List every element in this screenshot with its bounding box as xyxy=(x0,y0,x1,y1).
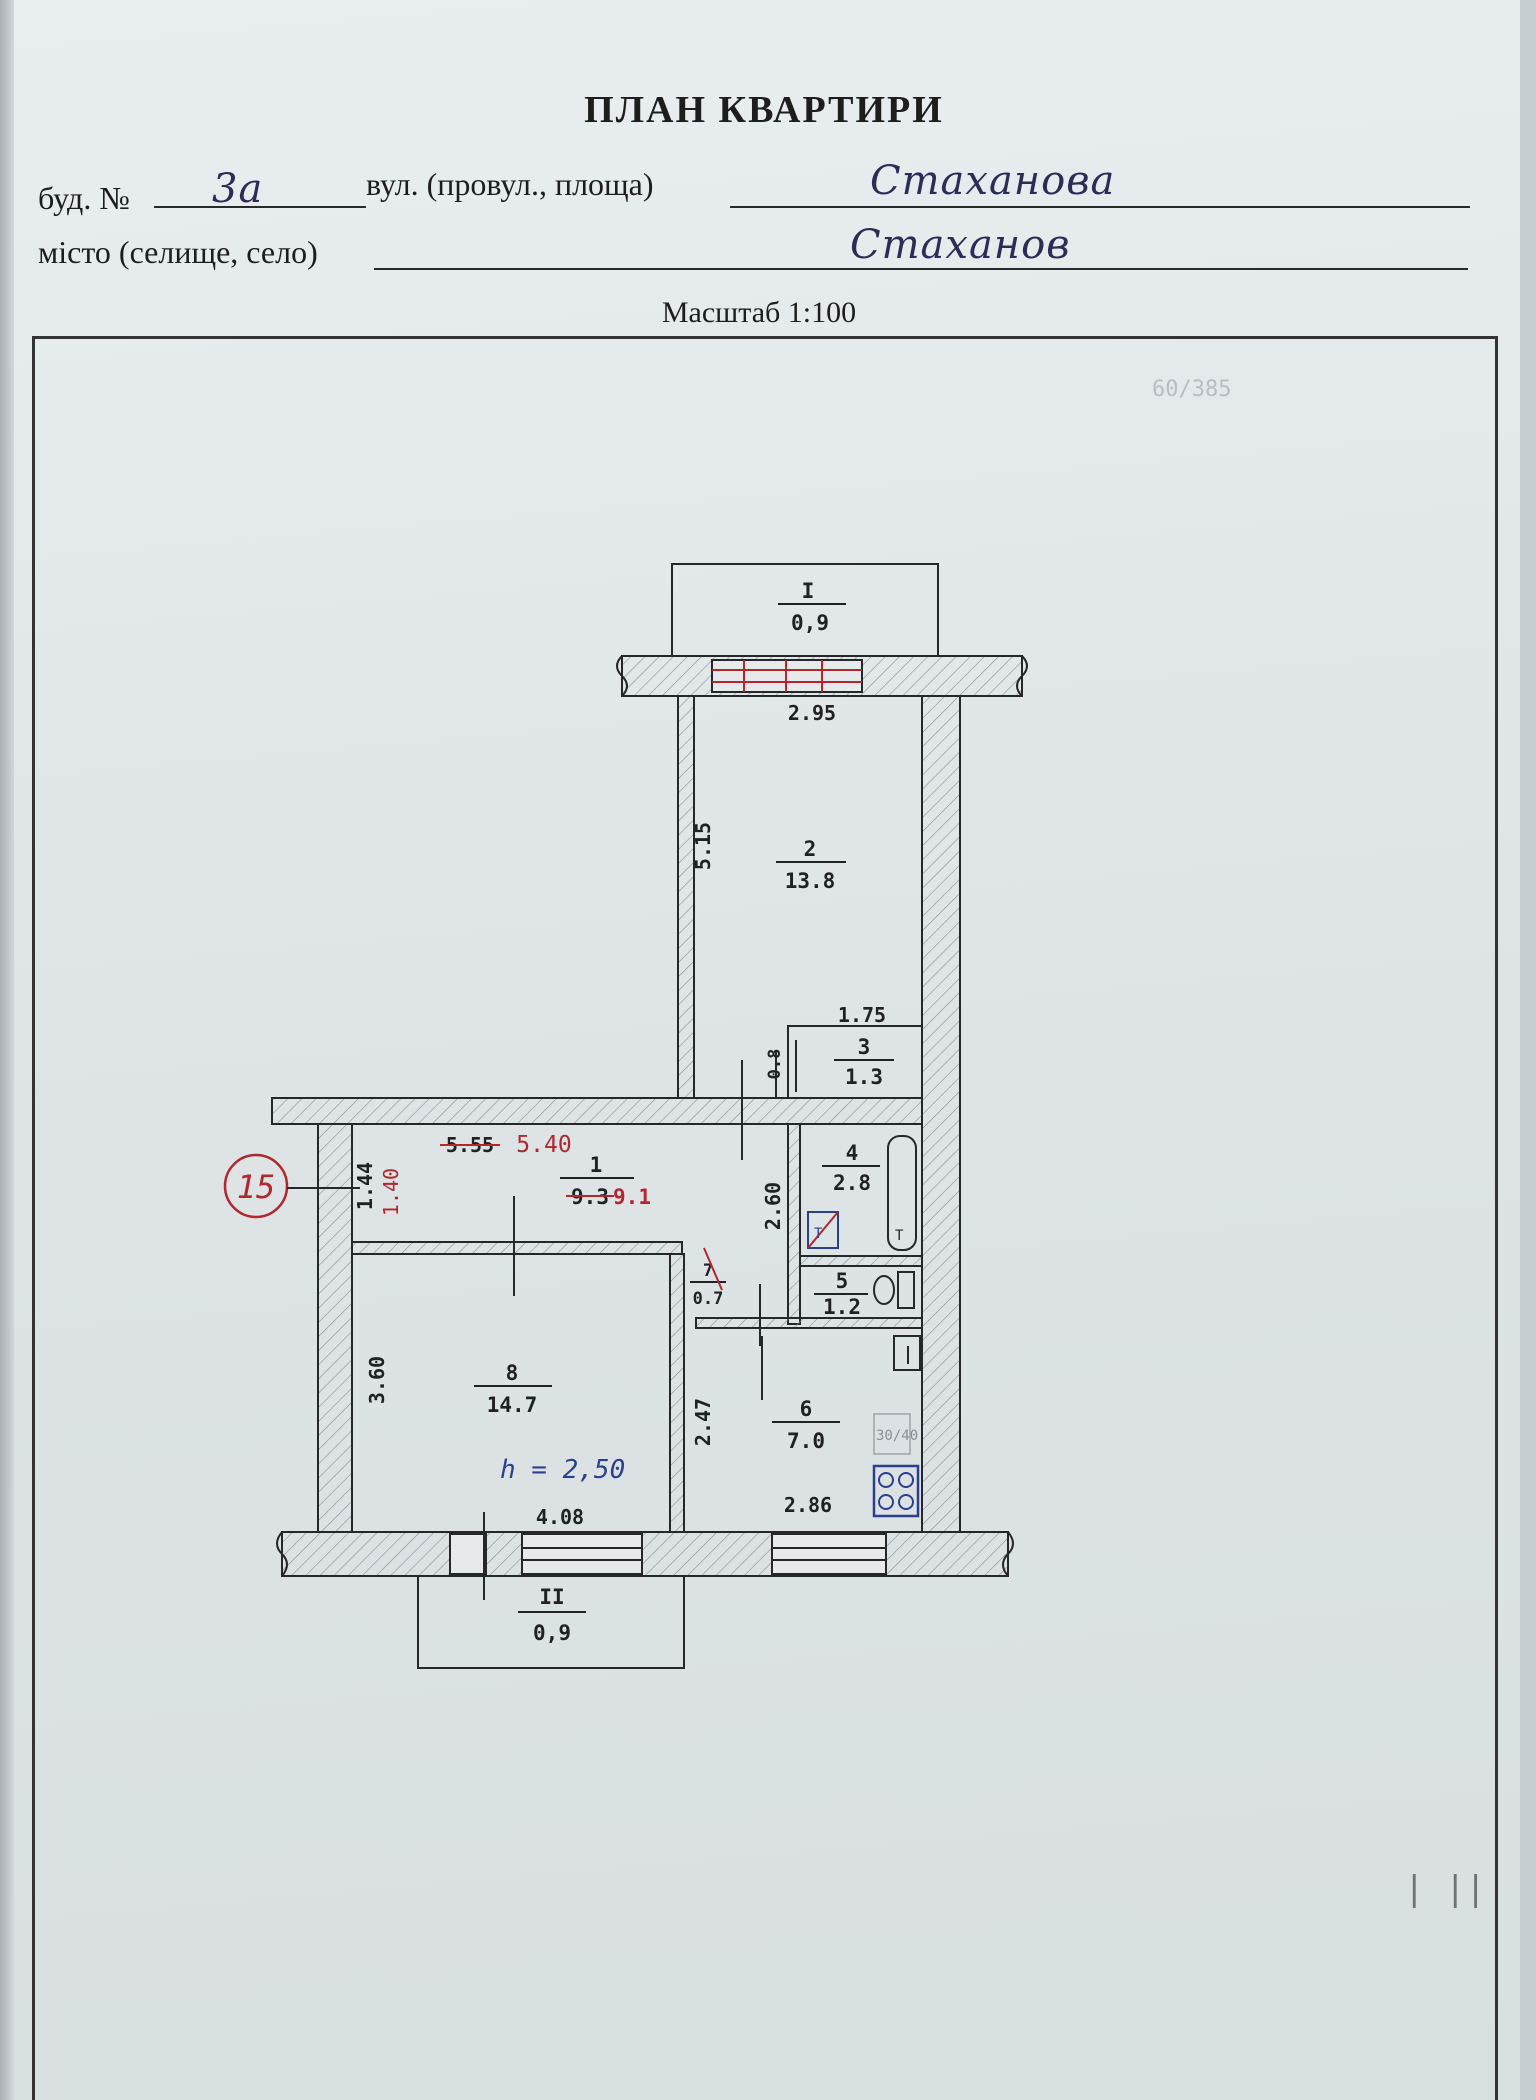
room-7-number: 7 xyxy=(703,1261,713,1281)
dim-corridor-length-corrected: 5.40 xyxy=(516,1132,571,1158)
wall-break-top-left xyxy=(616,655,628,697)
building-number-value: 3а xyxy=(212,166,264,212)
window-bottom-right xyxy=(771,1533,887,1575)
stove-note-box: 30/40 xyxy=(873,1413,918,1455)
room-3-number: 3 xyxy=(858,1035,871,1059)
wall-bath-bottom xyxy=(799,1255,923,1267)
wall-room8-top xyxy=(351,1241,683,1255)
building-number-label: буд. № xyxy=(38,180,130,216)
street-label: вул. (провул., площа) xyxy=(366,166,654,202)
room-2-number: 2 xyxy=(804,837,817,861)
wall-break-bottom-left xyxy=(276,1531,288,1577)
room-II-area: 0,9 xyxy=(533,1621,571,1645)
dim-room8-depth: 3.60 xyxy=(365,1356,389,1404)
building-number-line xyxy=(154,206,366,208)
scale-note: Масштаб 1:100 xyxy=(661,296,857,329)
plan-frame xyxy=(32,336,1498,2100)
apartment-number-badge: 15 xyxy=(223,1153,360,1219)
street-value: Стаханова xyxy=(870,158,1116,204)
wall-bottom xyxy=(281,1531,1009,1577)
balcony-top-outline xyxy=(671,563,939,656)
wall-left-exterior xyxy=(317,1123,353,1533)
dim-balcony-top-width: 2.95 xyxy=(788,701,836,725)
door-ticks xyxy=(483,1050,777,1600)
room-I-number: I xyxy=(802,579,815,603)
room-1-number: 1 xyxy=(590,1153,603,1177)
room7-red-mark xyxy=(703,1247,723,1291)
room-5-area: 1.2 xyxy=(823,1295,861,1319)
ceiling-height: h = 2,50 xyxy=(500,1455,625,1485)
stove-icon xyxy=(872,1464,920,1518)
room-8-area: 14.7 xyxy=(487,1393,538,1417)
stove-note: 30/40 xyxy=(876,1428,918,1444)
room-labels: I 0,9 2 13.8 3 1.3 4 2.8 5 1.2 1 9.3 9.1… xyxy=(474,579,894,1645)
balcony-door-bottom xyxy=(449,1533,487,1575)
dim-corridor-width: 1.44 xyxy=(353,1162,377,1210)
dim-room2-length: 5.15 xyxy=(691,822,715,870)
wall-middle-horizontal xyxy=(271,1097,923,1125)
wall-room2-left xyxy=(677,695,695,1099)
svg-text:T: T xyxy=(814,1226,823,1242)
dim-corridor-width-corrected: 1.40 xyxy=(379,1168,403,1216)
wall-room8-right xyxy=(669,1253,685,1533)
dim-room3-width: 1.75 xyxy=(838,1003,886,1027)
wall-kitchen-top xyxy=(695,1317,923,1329)
room-3-area: 1.3 xyxy=(845,1065,883,1089)
toilet-icon xyxy=(873,1271,915,1309)
balcony-door-top xyxy=(711,659,863,693)
room-5-number: 5 xyxy=(836,1269,849,1293)
room3-partition xyxy=(787,1025,922,1098)
apartment-number: 15 xyxy=(237,1168,276,1206)
room-II-number: II xyxy=(539,1585,564,1609)
balcony-bottom-outline xyxy=(417,1576,685,1669)
street-line xyxy=(730,206,1470,208)
margin-tick-marks: | || xyxy=(1404,1869,1486,1909)
room-8-number: 8 xyxy=(506,1361,519,1385)
room-I-area: 0,9 xyxy=(791,611,829,635)
window-bottom-left xyxy=(521,1533,643,1575)
bathtub-icon: T xyxy=(887,1135,917,1251)
wall-right-exterior xyxy=(921,695,961,1533)
room-4-number: 4 xyxy=(846,1141,859,1165)
dim-bath-length: 2.60 xyxy=(761,1182,785,1230)
city-line xyxy=(374,268,1468,270)
room-1-area-corrected: 9.1 xyxy=(613,1185,651,1209)
room-6-area: 7.0 xyxy=(787,1429,825,1453)
dim-kitchen-width: 2.86 xyxy=(784,1493,832,1517)
wall-break-bottom-right xyxy=(1002,1531,1014,1577)
dim-room3-depth: 0.8 xyxy=(765,1049,785,1080)
faint-pencil-mark: 60/385 xyxy=(1152,377,1231,402)
dim-kitchen-depth: 2.47 xyxy=(691,1398,715,1446)
room-4-area: 2.8 xyxy=(833,1171,871,1195)
dim-room8-width: 4.08 xyxy=(536,1505,584,1529)
page-title: ПЛАН КВАРТИРИ xyxy=(584,89,944,131)
document-sheet: ПЛАН КВАРТИРИ буд. № 3а вул. (провул., п… xyxy=(14,0,1520,2100)
water-heater-icon: T xyxy=(807,1211,839,1249)
sheet-edge xyxy=(0,0,14,2100)
dimension-labels: 2.95 5.15 1.75 0.8 5.55 5.40 1.44 1.40 2… xyxy=(353,701,886,1529)
sink-icon xyxy=(893,1335,921,1371)
wall-bath-left xyxy=(787,1123,801,1325)
city-value: Стаханов xyxy=(850,222,1071,268)
city-label: місто (селище, село) xyxy=(38,234,318,270)
wall-break-top-right xyxy=(1016,655,1028,697)
svg-text:T: T xyxy=(895,1228,904,1244)
room-7-area: 0.7 xyxy=(693,1289,724,1309)
room-6-number: 6 xyxy=(800,1397,813,1421)
room-2-area: 13.8 xyxy=(785,869,836,893)
